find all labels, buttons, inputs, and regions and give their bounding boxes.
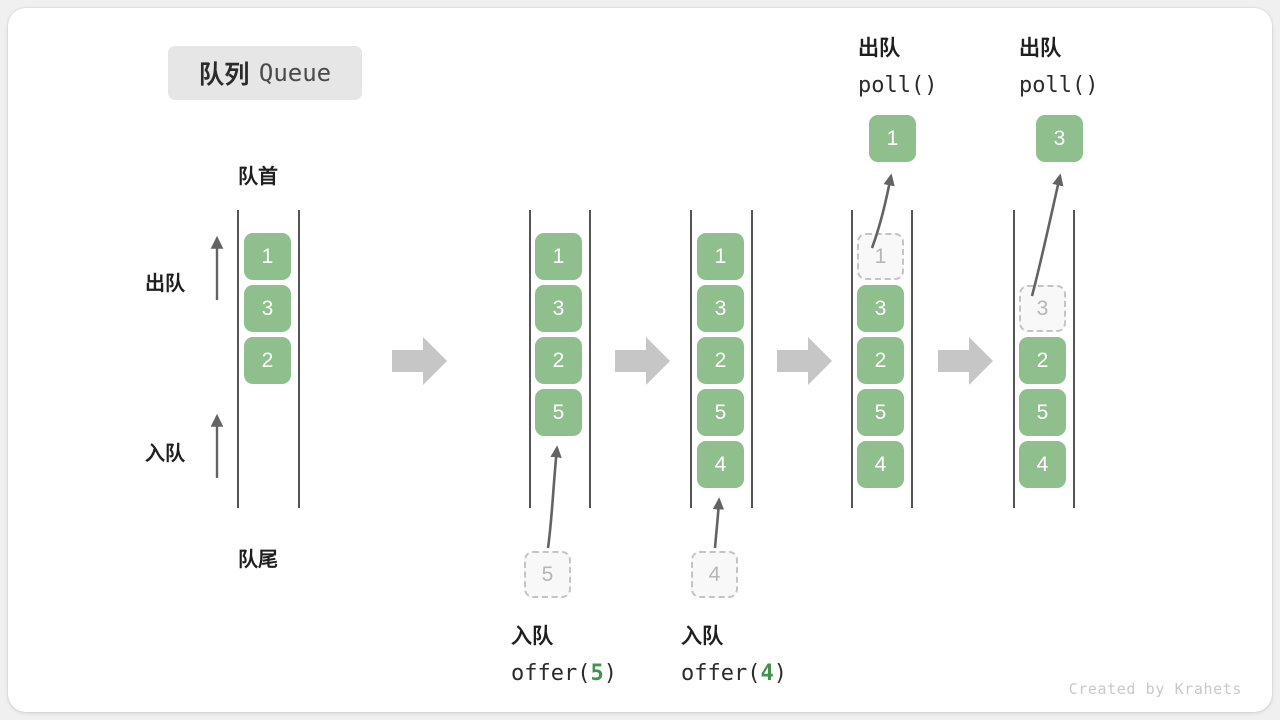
incoming-element-ghost: 4 <box>691 551 738 598</box>
queue-cell: 4 <box>1019 441 1066 488</box>
queue-cell: 2 <box>244 337 291 384</box>
queue-cell-removed: 1 <box>857 233 904 280</box>
operation-fn-name: offer( <box>681 661 761 686</box>
operation-label-code: poll() <box>1019 73 1099 98</box>
transition-arrow-3 <box>777 337 832 385</box>
title-cn: 队列 <box>198 61 250 89</box>
queue-rail-right-4 <box>911 210 913 508</box>
credit-text: Created by Krahets <box>1068 680 1242 698</box>
incoming-element-ghost: 5 <box>524 551 571 598</box>
transition-arrow-1 <box>392 337 447 385</box>
queue-cell: 5 <box>857 389 904 436</box>
operation-fn-arg: 4 <box>760 661 774 686</box>
queue-cell-new: 4 <box>697 441 744 488</box>
diagram-title: 队列 Queue <box>168 46 362 100</box>
queue-cell: 5 <box>1019 389 1066 436</box>
label-queue-tail: 队尾 <box>238 549 278 571</box>
queue-rail-right-2 <box>589 210 591 508</box>
poll-3-motion-arrow <box>1030 173 1064 297</box>
offer-5-motion-arrow <box>546 445 562 549</box>
operation-label-offer-5: 入队 offer(5) <box>511 618 617 692</box>
label-enqueue-direction: 入队 <box>145 443 185 465</box>
operation-label-cn: 入队 <box>511 625 553 648</box>
operation-fn-close: ) <box>603 661 617 686</box>
outgoing-element: 3 <box>1036 115 1083 162</box>
queue-cell: 1 <box>244 233 291 280</box>
label-dequeue-direction: 出队 <box>145 273 185 295</box>
offer-4-motion-arrow <box>712 497 725 549</box>
operation-label-poll-1: 出队 poll() <box>858 30 937 104</box>
operation-label-offer-4: 入队 offer(4) <box>681 618 787 692</box>
queue-cell: 2 <box>857 337 904 384</box>
transition-arrow-4 <box>938 337 993 385</box>
queue-cell: 5 <box>697 389 744 436</box>
queue-cell: 1 <box>535 233 582 280</box>
queue-rail-right-1 <box>298 210 300 508</box>
title-en: Queue <box>258 59 332 87</box>
outgoing-element: 1 <box>869 115 916 162</box>
queue-cell: 3 <box>697 285 744 332</box>
operation-fn-arg: 5 <box>590 661 604 686</box>
operation-label-cn: 出队 <box>858 37 900 60</box>
queue-cell: 2 <box>535 337 582 384</box>
operation-label-cn: 入队 <box>681 625 723 648</box>
queue-rail-right-5 <box>1073 210 1075 508</box>
operation-fn-close: ) <box>773 661 787 686</box>
queue-rail-left-1 <box>237 210 239 508</box>
operation-label-code: offer(5) <box>511 655 617 692</box>
diagram-card: 队列 Queue 队首 队尾 出队 入队 1 3 2 1 3 2 5 5 入队 … <box>8 8 1272 712</box>
queue-rail-left-4 <box>851 210 853 508</box>
operation-fn-name: offer( <box>511 661 591 686</box>
queue-rail-left-3 <box>690 210 692 508</box>
queue-rail-right-3 <box>751 210 753 508</box>
queue-cell: 3 <box>535 285 582 332</box>
queue-cell: 2 <box>697 337 744 384</box>
queue-rail-left-5 <box>1013 210 1015 508</box>
label-queue-head: 队首 <box>238 166 278 188</box>
operation-label-code: offer(4) <box>681 655 787 692</box>
operation-label-code: poll() <box>858 73 938 98</box>
arrow-overlay <box>210 173 1064 549</box>
queue-cell-removed: 3 <box>1019 285 1066 332</box>
queue-cell: 4 <box>857 441 904 488</box>
queue-cell: 3 <box>857 285 904 332</box>
queue-rail-left-2 <box>529 210 531 508</box>
queue-cell: 1 <box>697 233 744 280</box>
queue-cell: 2 <box>1019 337 1066 384</box>
operation-label-cn: 出队 <box>1019 37 1061 60</box>
operation-label-poll-3: 出队 poll() <box>1019 30 1098 104</box>
queue-cell-new: 5 <box>535 389 582 436</box>
diagram-stage: 队列 Queue 队首 队尾 出队 入队 1 3 2 1 3 2 5 5 入队 … <box>8 8 1272 712</box>
queue-cell: 3 <box>244 285 291 332</box>
transition-arrow-2 <box>615 337 670 385</box>
